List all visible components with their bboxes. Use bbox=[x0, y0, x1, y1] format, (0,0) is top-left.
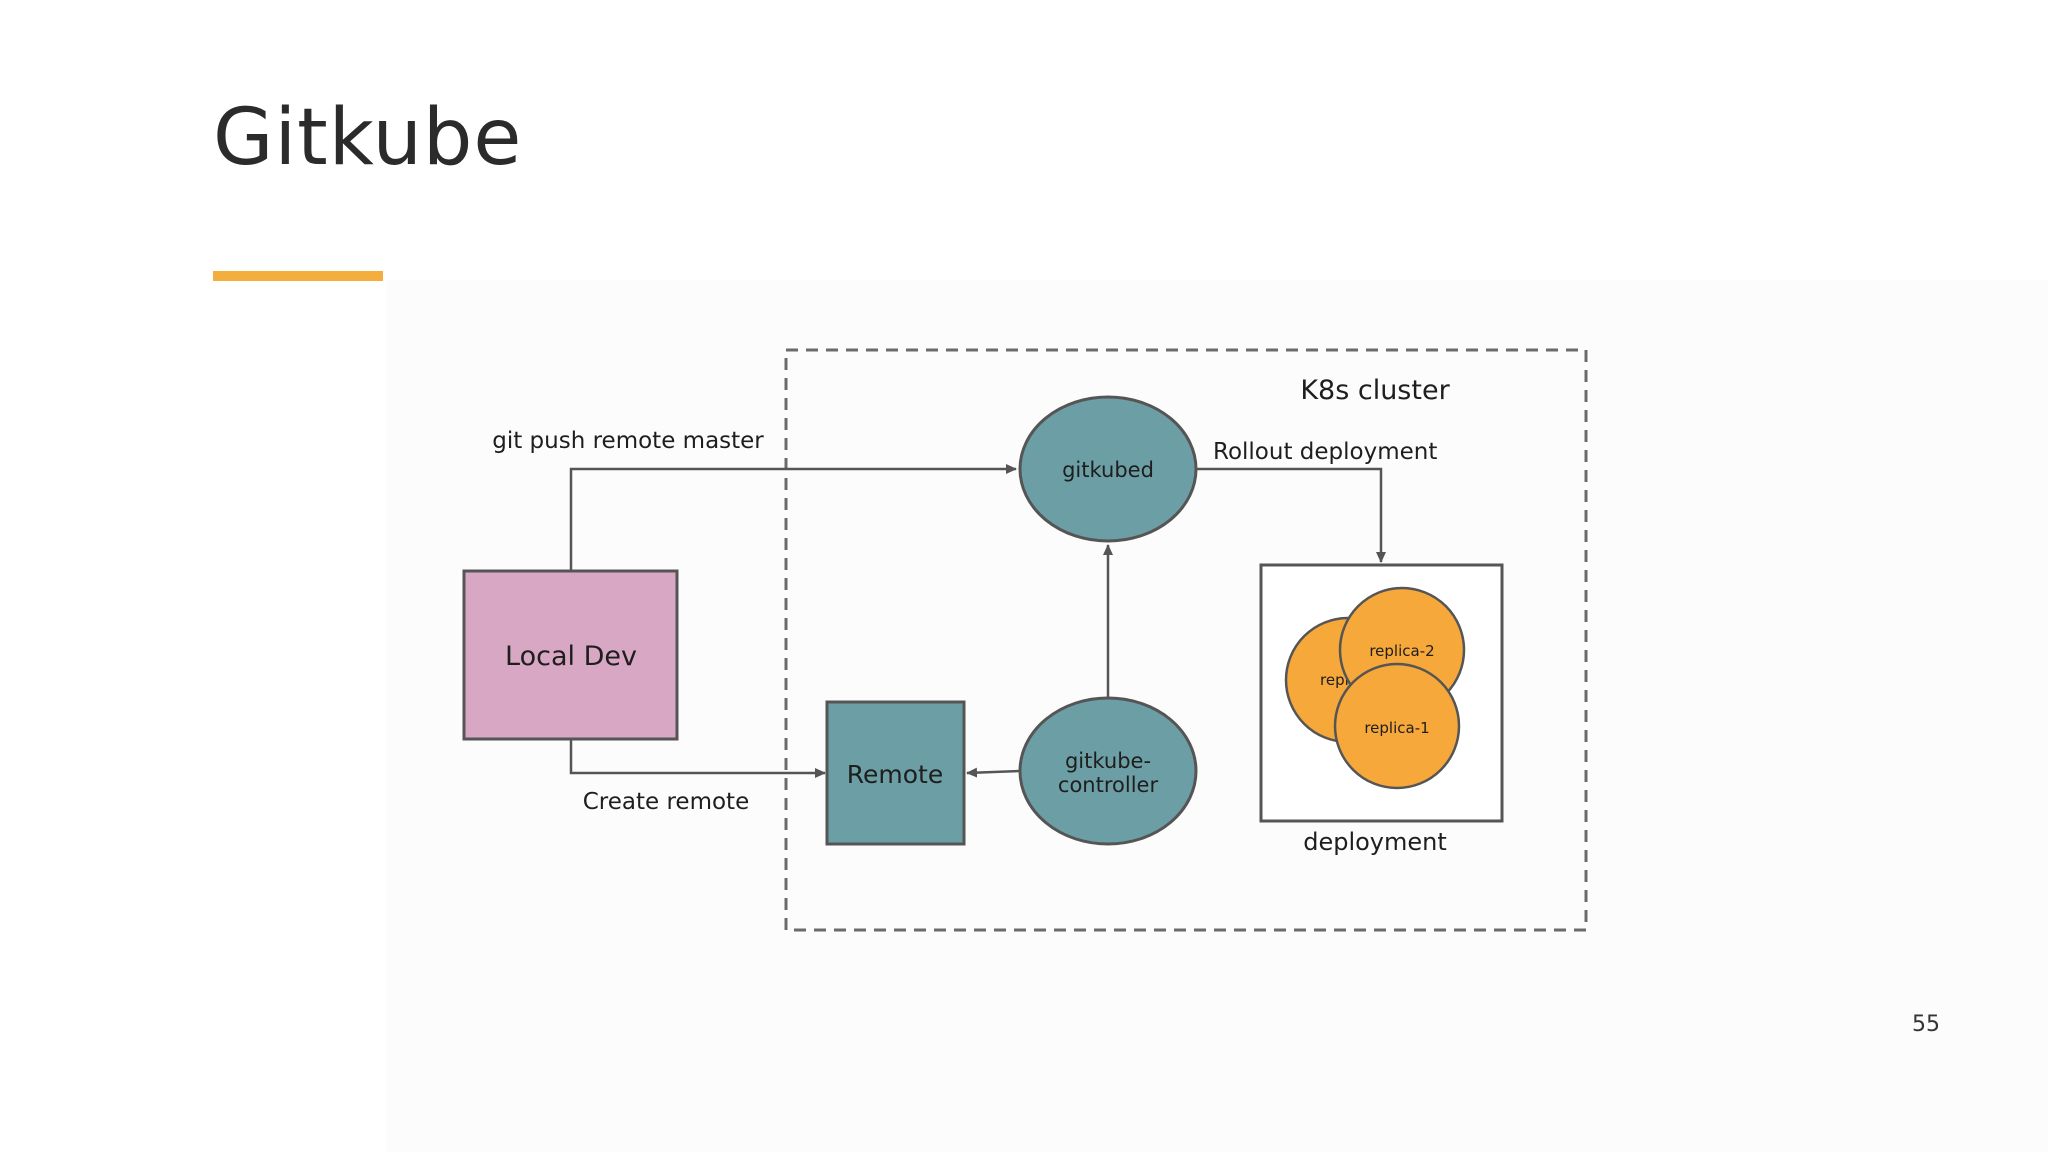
edge-git-push bbox=[569, 464, 1017, 571]
page-number: 55 bbox=[1912, 1012, 1940, 1037]
edge-label-rollout: Rollout deployment bbox=[1213, 439, 1437, 465]
slide-title: Gitkube bbox=[213, 93, 523, 183]
node-controller-label-line2: controller bbox=[1058, 773, 1159, 797]
node-local-dev bbox=[462, 569, 679, 741]
node-remote-label: Remote bbox=[847, 760, 943, 789]
node-gitkubed bbox=[1018, 395, 1198, 543]
edge-controller-to-remote bbox=[966, 767, 1020, 778]
edge-create-remote bbox=[569, 739, 826, 778]
replica-1-label: replica-1 bbox=[1364, 719, 1429, 737]
node-local-dev-label: Local Dev bbox=[505, 641, 637, 672]
cluster-label: K8s cluster bbox=[1300, 375, 1450, 406]
k8s-cluster-boundary bbox=[784, 348, 1588, 932]
edge-rollout bbox=[1196, 467, 1386, 563]
edge-label-create-remote: Create remote bbox=[583, 789, 749, 815]
edge-label-git-push: git push remote master bbox=[492, 428, 764, 454]
replica-1 bbox=[1333, 662, 1461, 790]
node-gitkube-controller bbox=[1018, 696, 1198, 846]
node-controller-label-line1: gitkube- bbox=[1065, 749, 1151, 773]
node-deployment-label: deployment bbox=[1303, 828, 1447, 856]
node-gitkubed-label: gitkubed bbox=[1062, 458, 1154, 482]
node-remote bbox=[825, 700, 966, 846]
title-accent-bar bbox=[213, 271, 383, 281]
replica-2-label: replica-2 bbox=[1369, 642, 1434, 660]
